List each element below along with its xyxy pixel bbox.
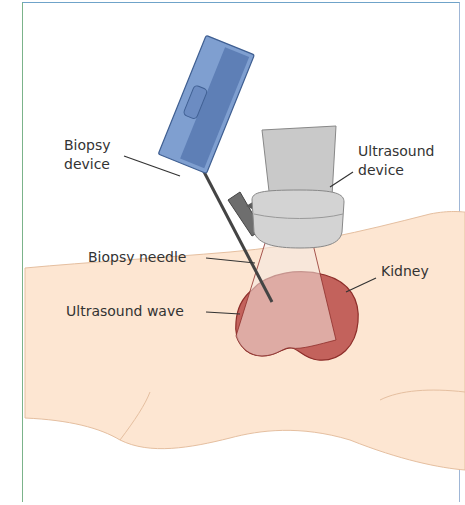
part-label: Kidney	[381, 262, 451, 281]
part-label: Ultrasound wave	[66, 302, 206, 321]
body-fold	[380, 390, 465, 400]
body-fold	[120, 392, 150, 440]
leader-line	[124, 156, 180, 176]
ultrasound-probe-head	[252, 190, 344, 248]
part-label: Biopsy device	[64, 136, 126, 174]
part-label: Biopsy needle	[88, 248, 208, 267]
leader-line	[206, 312, 240, 314]
ultrasound-probe-handle	[262, 126, 336, 200]
leader-line	[206, 258, 255, 263]
leader-line	[346, 278, 376, 292]
probe-seam	[254, 214, 343, 219]
leader-line	[330, 172, 353, 187]
ultrasound-beam	[236, 240, 336, 356]
biopsy-device-body	[158, 35, 254, 173]
part-label: Ultrasound device	[358, 142, 458, 180]
